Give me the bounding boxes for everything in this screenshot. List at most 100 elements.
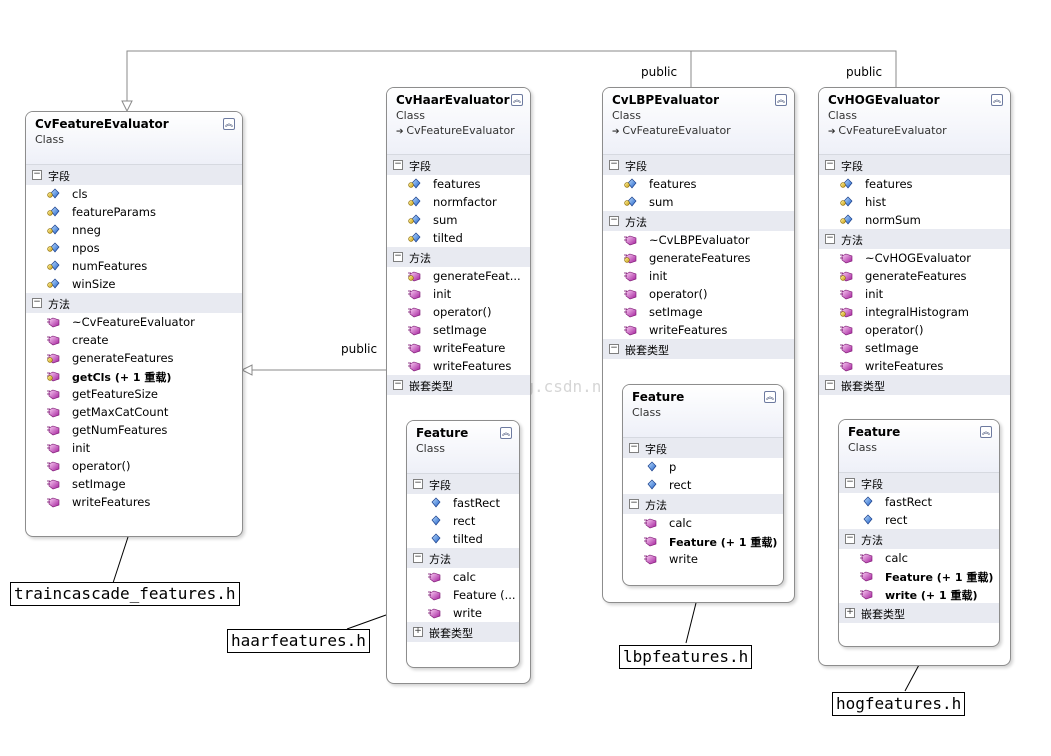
- collapse-icon[interactable]: ︽: [775, 94, 787, 106]
- method-item[interactable]: generateFeatures: [603, 249, 794, 267]
- field-item[interactable]: normSum: [819, 211, 1010, 229]
- method-item[interactable]: setImage: [26, 475, 242, 493]
- section-fields[interactable]: −字段: [623, 438, 783, 458]
- method-item[interactable]: getFeatureSize: [26, 385, 242, 403]
- toggle-icon[interactable]: −: [845, 533, 855, 544]
- method-item[interactable]: generateFeat...: [387, 267, 530, 285]
- section-fields[interactable]: −字段: [819, 155, 1010, 175]
- method-item[interactable]: Feature (+ 1 重载): [623, 532, 783, 550]
- section-methods[interactable]: −方法: [839, 529, 999, 549]
- section-nested-types[interactable]: −嵌套类型: [819, 375, 1010, 395]
- field-item[interactable]: cls: [26, 185, 242, 203]
- method-item[interactable]: Feature (...: [407, 586, 519, 604]
- method-item[interactable]: calc: [407, 568, 519, 586]
- toggle-icon[interactable]: −: [32, 169, 42, 180]
- section-methods[interactable]: −方法: [603, 211, 794, 231]
- section-fields[interactable]: −字段: [407, 474, 519, 494]
- field-item[interactable]: tilted: [387, 229, 530, 247]
- method-item[interactable]: setImage: [387, 321, 530, 339]
- toggle-icon[interactable]: −: [393, 251, 403, 262]
- field-item[interactable]: tilted: [407, 530, 519, 548]
- toggle-icon[interactable]: −: [609, 343, 619, 354]
- collapse-icon[interactable]: ︽: [764, 391, 776, 403]
- toggle-icon[interactable]: −: [413, 552, 423, 563]
- section-nested-types[interactable]: −嵌套类型: [387, 375, 530, 395]
- method-item[interactable]: ~CvHOGEvaluator: [819, 249, 1010, 267]
- field-item[interactable]: featureParams: [26, 203, 242, 221]
- toggle-icon[interactable]: −: [845, 477, 855, 488]
- toggle-icon[interactable]: −: [393, 379, 403, 390]
- toggle-icon[interactable]: +: [413, 626, 423, 637]
- method-item[interactable]: integralHistogram: [819, 303, 1010, 321]
- section-methods[interactable]: −方法: [819, 229, 1010, 249]
- field-item[interactable]: fastRect: [839, 493, 999, 511]
- field-item[interactable]: features: [387, 175, 530, 193]
- field-item[interactable]: fastRect: [407, 494, 519, 512]
- toggle-icon[interactable]: −: [609, 215, 619, 226]
- toggle-icon[interactable]: −: [825, 159, 835, 170]
- method-item[interactable]: getMaxCatCount: [26, 403, 242, 421]
- method-item[interactable]: generateFeatures: [26, 349, 242, 367]
- method-item[interactable]: write (+ 1 重载): [839, 585, 999, 603]
- method-item[interactable]: writeFeatures: [819, 357, 1010, 375]
- toggle-icon[interactable]: +: [845, 607, 855, 618]
- method-item[interactable]: create: [26, 331, 242, 349]
- field-item[interactable]: sum: [387, 211, 530, 229]
- section-nested-types[interactable]: +嵌套类型: [407, 622, 519, 642]
- method-item[interactable]: init: [603, 267, 794, 285]
- method-item[interactable]: writeFeatures: [26, 493, 242, 511]
- method-item[interactable]: write: [407, 604, 519, 622]
- toggle-icon[interactable]: −: [393, 159, 403, 170]
- collapse-icon[interactable]: ︽: [511, 94, 523, 106]
- toggle-icon[interactable]: −: [32, 297, 42, 308]
- toggle-icon[interactable]: −: [825, 233, 835, 244]
- field-item[interactable]: features: [603, 175, 794, 193]
- method-item[interactable]: operator(): [819, 321, 1010, 339]
- section-methods[interactable]: −方法: [407, 548, 519, 568]
- field-item[interactable]: rect: [839, 511, 999, 529]
- method-item[interactable]: write: [623, 550, 783, 568]
- field-item[interactable]: features: [819, 175, 1010, 193]
- section-nested-types[interactable]: −嵌套类型: [603, 339, 794, 359]
- toggle-icon[interactable]: −: [629, 442, 639, 453]
- section-fields[interactable]: −字段: [387, 155, 530, 175]
- method-item[interactable]: ~CvLBPEvaluator: [603, 231, 794, 249]
- method-item[interactable]: calc: [623, 514, 783, 532]
- method-item[interactable]: operator(): [387, 303, 530, 321]
- field-item[interactable]: rect: [623, 476, 783, 494]
- field-item[interactable]: winSize: [26, 275, 242, 293]
- method-item[interactable]: getCls (+ 1 重载): [26, 367, 242, 385]
- method-item[interactable]: writeFeature: [387, 339, 530, 357]
- field-item[interactable]: numFeatures: [26, 257, 242, 275]
- section-fields[interactable]: −字段: [839, 473, 999, 493]
- collapse-icon[interactable]: ︽: [500, 427, 512, 439]
- toggle-icon[interactable]: −: [609, 159, 619, 170]
- section-methods[interactable]: −方法: [623, 494, 783, 514]
- method-item[interactable]: writeFeatures: [603, 321, 794, 339]
- toggle-icon[interactable]: −: [825, 379, 835, 390]
- field-item[interactable]: normfactor: [387, 193, 530, 211]
- section-methods[interactable]: −方法: [387, 247, 530, 267]
- toggle-icon[interactable]: −: [413, 478, 423, 489]
- field-item[interactable]: hist: [819, 193, 1010, 211]
- field-item[interactable]: sum: [603, 193, 794, 211]
- collapse-icon[interactable]: ︽: [991, 94, 1003, 106]
- method-item[interactable]: ~CvFeatureEvaluator: [26, 313, 242, 331]
- method-item[interactable]: operator(): [26, 457, 242, 475]
- section-nested-types[interactable]: +嵌套类型: [839, 603, 999, 623]
- collapse-icon[interactable]: ︽: [223, 118, 235, 130]
- toggle-icon[interactable]: −: [629, 498, 639, 509]
- field-item[interactable]: nneg: [26, 221, 242, 239]
- field-item[interactable]: rect: [407, 512, 519, 530]
- collapse-icon[interactable]: ︽: [980, 426, 992, 438]
- field-item[interactable]: npos: [26, 239, 242, 257]
- method-item[interactable]: calc: [839, 549, 999, 567]
- section-fields[interactable]: −字段: [603, 155, 794, 175]
- method-item[interactable]: init: [819, 285, 1010, 303]
